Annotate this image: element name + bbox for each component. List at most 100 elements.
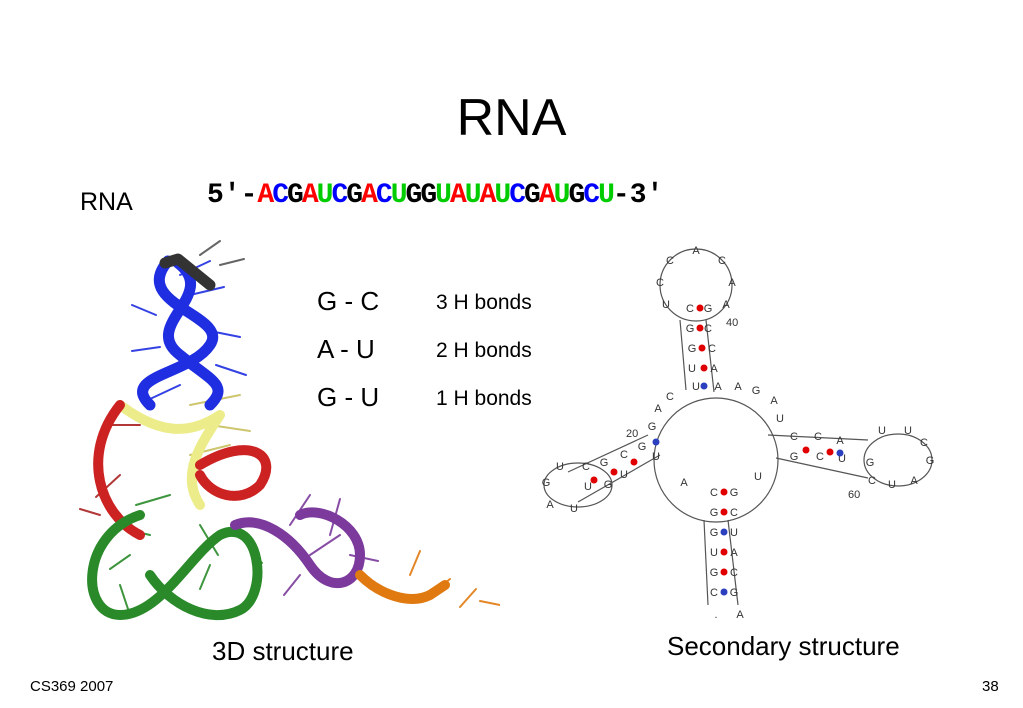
svg-text:C: C [656, 277, 664, 289]
page-title: RNA [456, 89, 567, 147]
rna-sequence: 5′-ACGAUCGACUGGUAUAUCGAUGCU-3′ [207, 180, 663, 211]
base-7: A [361, 180, 378, 211]
base-20: U [553, 180, 571, 211]
base-10: G [405, 180, 423, 211]
position-20: 20 [626, 428, 638, 440]
caption-secondary-structure: Secondary structure [667, 631, 900, 661]
svg-text:G: G [866, 457, 875, 469]
svg-text:.: . [714, 609, 717, 621]
svg-text:U: U [570, 503, 578, 515]
ribbon-cap [159, 253, 216, 291]
ribbon-tail [355, 570, 450, 604]
base-14: U [464, 180, 482, 211]
base-22: C [583, 180, 600, 211]
svg-text:A: A [730, 547, 738, 559]
ribbon-domain-right [230, 507, 365, 589]
bond-au: 2 H bonds [436, 339, 532, 362]
svg-text:A: A [654, 403, 662, 415]
svg-text:A: A [692, 245, 700, 257]
svg-text:C: C [704, 323, 712, 335]
base-21: G [568, 180, 585, 211]
base-6: G [346, 180, 363, 211]
svg-text:C: C [920, 437, 928, 449]
svg-text:C: C [582, 461, 590, 473]
svg-text:C: C [686, 303, 694, 315]
svg-text:C: C [718, 255, 726, 267]
svg-text:U: U [904, 425, 912, 437]
sequence-suffix: -3′ [612, 180, 664, 211]
base-4: U [316, 180, 334, 211]
svg-text:A: A [546, 499, 554, 511]
svg-text:C: C [730, 507, 738, 519]
svg-text:U: U [652, 451, 660, 463]
svg-text:G: G [790, 451, 799, 463]
ribbon-domain-left [87, 510, 263, 620]
sequence-prefix: 5′- [207, 180, 258, 211]
svg-text:G: G [710, 527, 719, 539]
svg-text:A: A [836, 435, 844, 447]
base-13: A [449, 180, 467, 211]
svg-text:G: G [730, 587, 739, 599]
base-1: C [272, 180, 289, 211]
svg-text:U: U [754, 471, 762, 483]
svg-text:U: U [662, 299, 670, 311]
svg-text:C: C [710, 487, 718, 499]
base-2: G [287, 180, 304, 211]
svg-text:U: U [584, 481, 592, 493]
svg-text:C: C [710, 587, 718, 599]
svg-text:U: U [620, 469, 628, 481]
svg-text:A: A [714, 381, 722, 393]
svg-text:C: C [816, 451, 824, 463]
svg-text:U: U [692, 381, 700, 393]
base-18: G [524, 180, 541, 211]
svg-text:A: A [734, 381, 742, 393]
svg-text:U: U [710, 547, 718, 559]
svg-text:U: U [730, 527, 738, 539]
svg-text:C: C [790, 431, 798, 443]
position-60: 60 [848, 489, 860, 501]
footer-course: CS369 2007 [30, 678, 114, 695]
svg-text:U: U [878, 425, 886, 437]
svg-text:C: C [666, 255, 674, 267]
svg-text:C: C [708, 343, 716, 355]
svg-text:G: G [686, 323, 695, 335]
svg-text:G: G [648, 421, 657, 433]
wobble-markers [652, 382, 844, 596]
position-40: 40 [726, 317, 738, 329]
svg-text:A: A [710, 363, 718, 375]
base-12: U [435, 180, 452, 211]
bond-gu: 1 H bonds [436, 387, 532, 410]
base-17: C [509, 180, 526, 211]
svg-text:C: C [730, 567, 738, 579]
svg-text:A: A [728, 277, 736, 289]
pair-gu: G - U [317, 382, 380, 412]
svg-text:A: A [722, 299, 730, 311]
watson-crick-markers [590, 304, 834, 576]
svg-text:C: C [620, 449, 628, 461]
base-0: A [257, 180, 274, 211]
svg-text:G: G [638, 441, 647, 453]
svg-text:A: A [910, 475, 918, 487]
bond-gc: 3 H bonds [436, 291, 532, 314]
rna-label: RNA [80, 188, 133, 216]
svg-text:A: A [770, 395, 778, 407]
svg-text:G: G [604, 479, 613, 491]
svg-text:G: G [710, 507, 719, 519]
side-chains [79, 240, 500, 616]
base-16: U [494, 180, 511, 211]
svg-text:U: U [838, 453, 846, 465]
caption-3d-structure: 3D structure [212, 636, 354, 666]
ribbon-linker [115, 400, 225, 510]
base-5: C [331, 180, 348, 211]
svg-text:U: U [556, 461, 564, 473]
pair-gc: G - C [317, 286, 380, 316]
svg-text:G: G [600, 457, 609, 469]
svg-text:U: U [688, 363, 696, 375]
base-3: A [301, 180, 319, 211]
svg-text:C: C [814, 431, 822, 443]
pair-au: A - U [317, 334, 375, 364]
base-23: U [598, 180, 615, 211]
base-9: U [390, 180, 408, 211]
svg-text:G: G [704, 303, 713, 315]
